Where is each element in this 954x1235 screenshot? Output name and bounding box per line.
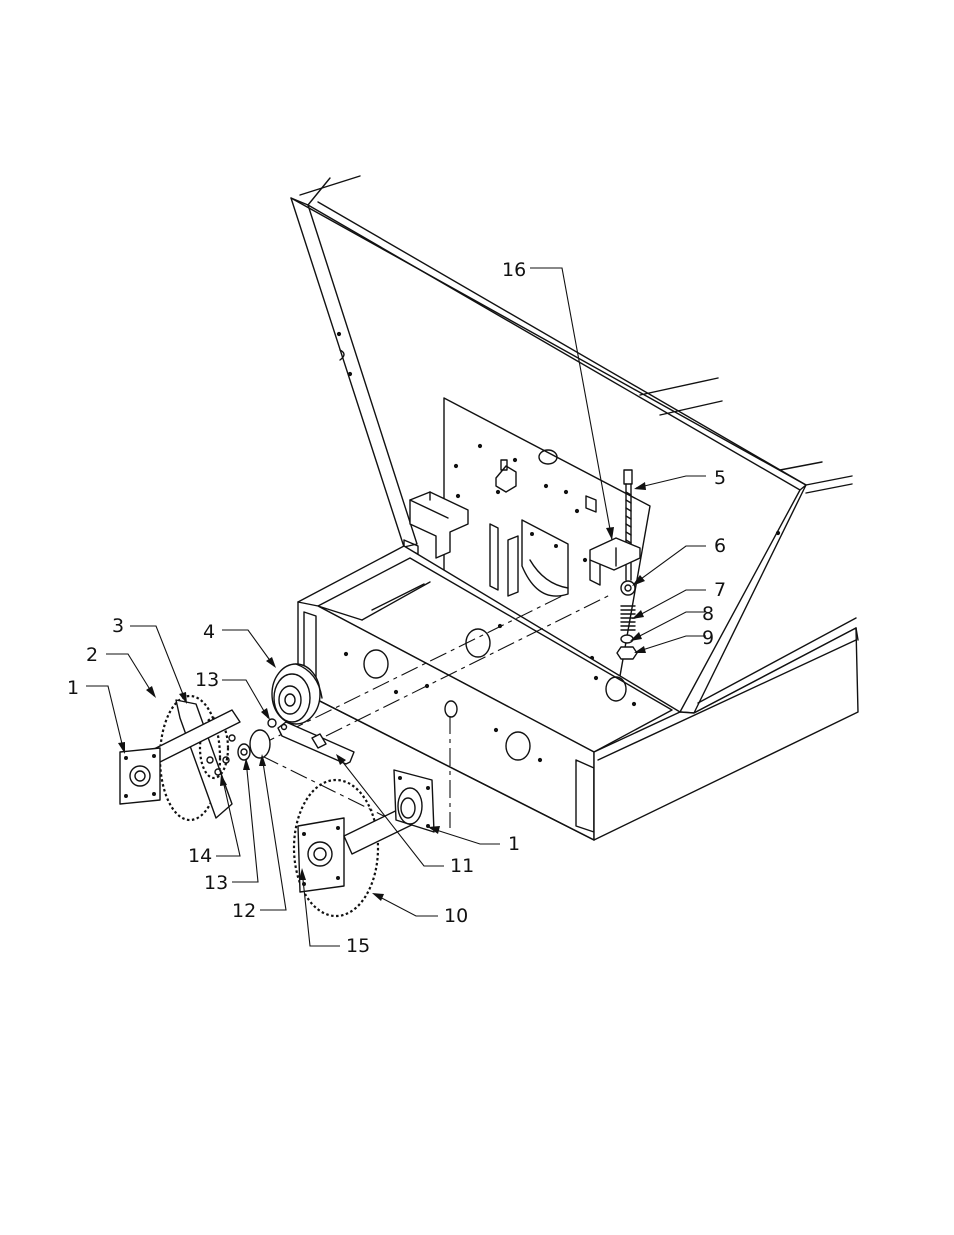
callout-6: 6: [714, 535, 726, 557]
callout-4: 4: [203, 621, 215, 643]
callout-5: 5: [714, 467, 726, 489]
callout-10: 10: [444, 905, 468, 927]
callout-3: 3: [112, 615, 124, 637]
callout-9: 9: [702, 627, 714, 649]
callout-1-right: 1: [508, 833, 520, 855]
callout-15: 15: [346, 935, 370, 957]
callout-16: 16: [502, 259, 526, 281]
left-shaft-assembly: [120, 696, 276, 820]
tension-arm: [278, 722, 354, 764]
callout-1-left: 1: [67, 677, 79, 699]
callout-8: 8: [702, 603, 714, 625]
callout-12: 12: [232, 900, 256, 922]
callout-2: 2: [86, 644, 98, 666]
callout-11: 11: [450, 855, 474, 877]
callout-14: 14: [188, 845, 212, 867]
right-shaft-assembly: [294, 770, 434, 916]
callout-13-bottom: 13: [204, 872, 228, 894]
callout-7: 7: [714, 579, 726, 601]
callout-13-top: 13: [195, 669, 219, 691]
